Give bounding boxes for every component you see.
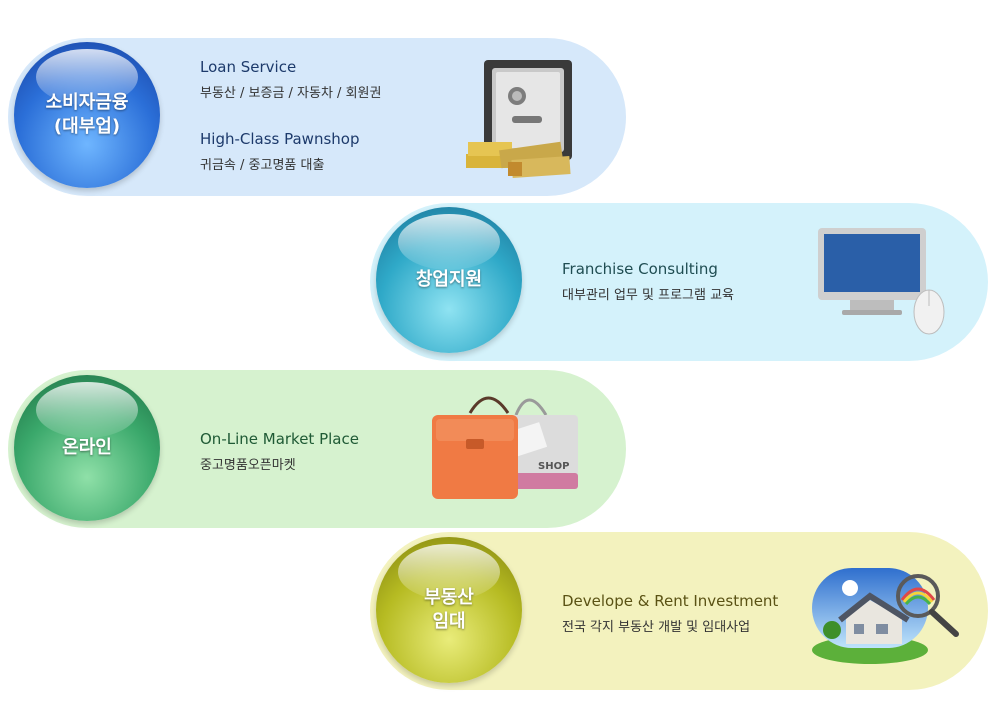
house-magnifier-icon <box>812 568 959 664</box>
bag-shop-label: SHOP <box>538 461 570 472</box>
orb-label: 부동산 임대 <box>424 587 474 632</box>
orb-label: 창업지원 <box>415 269 483 290</box>
orb-real-estate[interactable]: 부동산 임대 <box>376 537 522 683</box>
service-title: Franchise Consulting <box>562 260 718 278</box>
service-desc: 부동산 / 보증금 / 자동차 / 회원권 <box>200 86 382 101</box>
safe-icon <box>466 60 572 179</box>
service-text-loan: Loan Service 부동산 / 보증금 / 자동차 / 회원권 <box>200 58 381 101</box>
computer-monitor-icon <box>818 228 945 335</box>
shopping-bag-icon: SHOP <box>428 385 588 505</box>
orb-consumer-finance[interactable]: 소비자금융 (대부업) <box>14 42 160 188</box>
service-title: Loan Service <box>200 58 297 76</box>
service-text-pawnshop: High-Class Pawnshop 귀금속 / 중고명품 대출 <box>200 130 359 173</box>
service-desc: 귀금속 / 중고명품 대출 <box>200 158 325 173</box>
service-title: On-Line Market Place <box>200 430 359 448</box>
service-desc: 중고명품오픈마켓 <box>200 458 296 473</box>
service-text-real-estate: Develope & Rent Investment 전국 각지 부동산 개발 … <box>562 592 778 635</box>
service-text-marketplace: On-Line Market Place 중고명품오픈마켓 <box>200 430 359 473</box>
service-desc: 전국 각지 부동산 개발 및 임대사업 <box>562 620 751 635</box>
orb-startup-support[interactable]: 창업지원 <box>376 207 522 353</box>
orb-online[interactable]: 온라인 <box>14 375 160 521</box>
service-title: High-Class Pawnshop <box>200 130 360 148</box>
service-text-franchise: Franchise Consulting 대부관리 업무 및 프로그램 교육 <box>562 260 734 303</box>
orb-label: 온라인 <box>62 437 112 458</box>
orb-label: 소비자금융 (대부업) <box>45 92 129 137</box>
service-desc: 대부관리 업무 및 프로그램 교육 <box>562 288 735 303</box>
service-title: Develope & Rent Investment <box>562 592 779 610</box>
